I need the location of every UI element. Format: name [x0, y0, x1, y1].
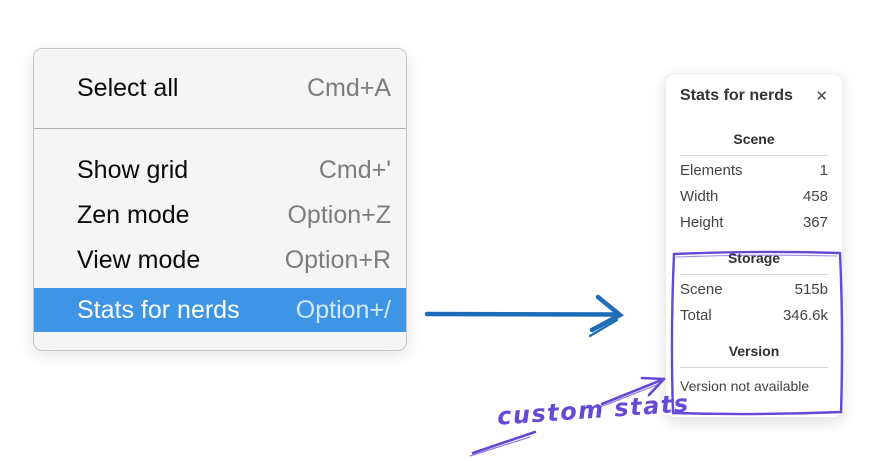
- menu-item-view-mode[interactable]: View mode Option+R: [34, 238, 406, 283]
- stats-panel-title: Stats for nerds: [680, 87, 793, 104]
- section-heading-scene: Scene: [733, 131, 775, 147]
- section-heading-storage: Storage: [727, 250, 781, 266]
- menu-item-shortcut: Option+/: [295, 295, 391, 324]
- menu-item-label: Show grid: [77, 156, 189, 184]
- divider: [680, 274, 828, 275]
- stat-row-total-storage: Total 346.6k: [680, 303, 828, 329]
- stat-label: Height: [680, 214, 724, 231]
- stat-label: Scene: [680, 281, 723, 298]
- stat-label: Width: [680, 188, 719, 205]
- section-heading-version: Version: [728, 343, 780, 359]
- blue-arrow: [424, 294, 625, 338]
- stat-value: 515b: [794, 281, 828, 298]
- stat-row-elements: Elements 1: [680, 158, 828, 184]
- divider: [680, 367, 828, 368]
- stats-panel-header: Stats for nerds ✕: [680, 87, 828, 105]
- stat-row-height: Height 367: [680, 210, 828, 236]
- stat-value: 1: [819, 162, 828, 179]
- menu-item-label: Select all: [77, 74, 179, 102]
- close-icon[interactable]: ✕: [815, 87, 828, 105]
- menu-item-select-all[interactable]: Select all Cmd+A: [34, 49, 406, 128]
- menu-item-label: Zen mode: [77, 201, 190, 229]
- menu-item-show-grid[interactable]: Show grid Cmd+': [34, 148, 406, 193]
- stat-row-width: Width 458: [680, 184, 828, 210]
- annotation-custom-stats: custom stats: [496, 389, 691, 431]
- menu-item-shortcut: Cmd+A: [306, 74, 391, 102]
- context-menu: Select all Cmd+A Show grid Cmd+' Zen mod…: [33, 48, 407, 351]
- menu-item-zen-mode[interactable]: Zen mode Option+Z: [34, 193, 406, 238]
- menu-item-shortcut: Cmd+': [318, 156, 391, 184]
- stat-value: 458: [802, 188, 828, 205]
- menu-group-top: Select all Cmd+A: [34, 49, 406, 129]
- divider: [680, 155, 828, 156]
- menu-item-label: View mode: [77, 246, 201, 274]
- menu-item-shortcut: Option+R: [284, 246, 391, 274]
- stat-value: 346.6k: [782, 307, 828, 324]
- stat-row-scene-storage: Scene 515b: [680, 277, 828, 303]
- version-note: Version not available: [680, 378, 810, 394]
- menu-item-stats-for-nerds[interactable]: Stats for nerds Option+/: [34, 288, 406, 332]
- stat-value: 367: [802, 214, 828, 231]
- stat-label: Elements: [680, 162, 743, 179]
- menu-group-bottom: Show grid Cmd+' Zen mode Option+Z View m…: [34, 129, 406, 332]
- stat-label: Total: [680, 307, 712, 324]
- stats-panel: Stats for nerds ✕ Scene Elements 1 Width…: [665, 73, 843, 418]
- menu-item-shortcut: Option+Z: [287, 201, 391, 229]
- menu-item-label: Stats for nerds: [77, 295, 240, 324]
